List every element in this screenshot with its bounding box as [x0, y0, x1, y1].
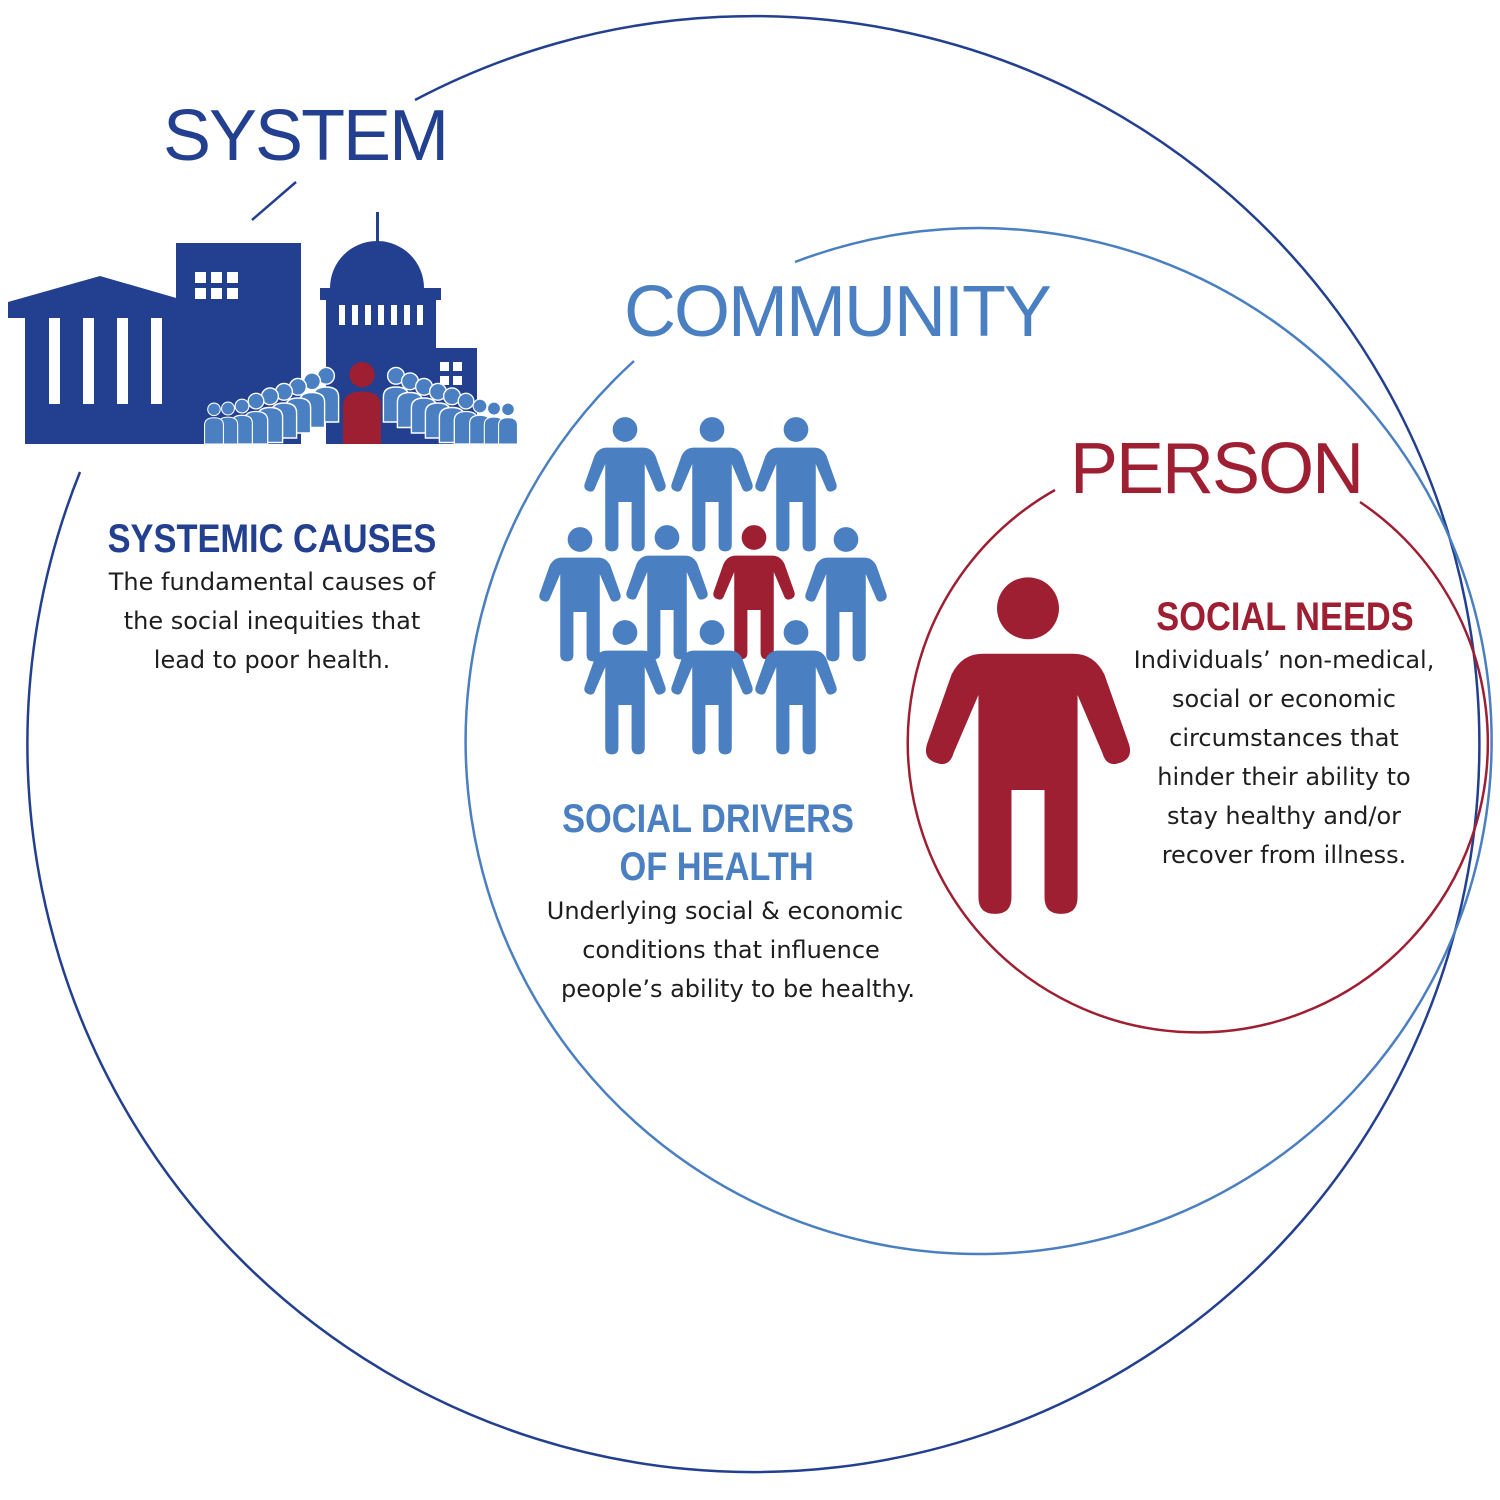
system-description-line: the social inequities that — [123, 607, 421, 635]
person-title: PERSON — [1070, 429, 1364, 509]
person-circle — [906, 488, 1490, 1034]
community-heading-line: OF HEALTH — [619, 845, 814, 889]
government-buildings-crowd-icon — [8, 212, 519, 444]
system-title: SYSTEM — [163, 96, 449, 176]
person-description-line: hinder their ability to — [1157, 763, 1411, 791]
person-description-line: circumstances that — [1169, 724, 1399, 752]
crowd-bust-icon — [203, 402, 225, 444]
person-icon — [755, 417, 837, 552]
group-of-people-icon — [539, 417, 887, 755]
person-description-line: social or economic — [1171, 685, 1396, 713]
community-heading: SOCIAL DRIVERS OF HEALTH — [510, 795, 906, 891]
system-description-line: The fundamental causes of — [108, 568, 436, 596]
community-description-line: conditions that influence — [582, 936, 880, 964]
person-icon — [925, 577, 1131, 914]
system-description-line: lead to poor health. — [153, 646, 391, 674]
person-icon — [805, 527, 887, 662]
person-icon — [671, 417, 753, 552]
system-heading: SYSTEMIC CAUSES — [107, 517, 437, 561]
crowd-bust-icon — [497, 402, 519, 444]
person-description: Individuals’ non-medical, social or econ… — [1124, 641, 1444, 875]
system-description: The fundamental causes of the social ine… — [50, 563, 494, 680]
person-icon — [584, 417, 666, 552]
person-description-line: recover from illness. — [1161, 841, 1407, 869]
person-heading: SOCIAL NEEDS — [1156, 595, 1414, 639]
community-description-line: people’s ability to be healthy. — [560, 975, 916, 1003]
community-heading-line: SOCIAL DRIVERS — [562, 797, 854, 841]
person-description-line: Individuals’ non-medical, — [1133, 646, 1435, 674]
system-pointer-line — [251, 181, 297, 221]
community-description-line: Underlying social & economic — [546, 897, 904, 925]
person-description-line: stay healthy and/or — [1166, 802, 1402, 830]
community-description: Underlying social & economic conditions … — [508, 892, 968, 1009]
community-title: COMMUNITY — [624, 272, 1052, 352]
system-circle — [26, 14, 1481, 1474]
community-circle — [464, 226, 1493, 1256]
